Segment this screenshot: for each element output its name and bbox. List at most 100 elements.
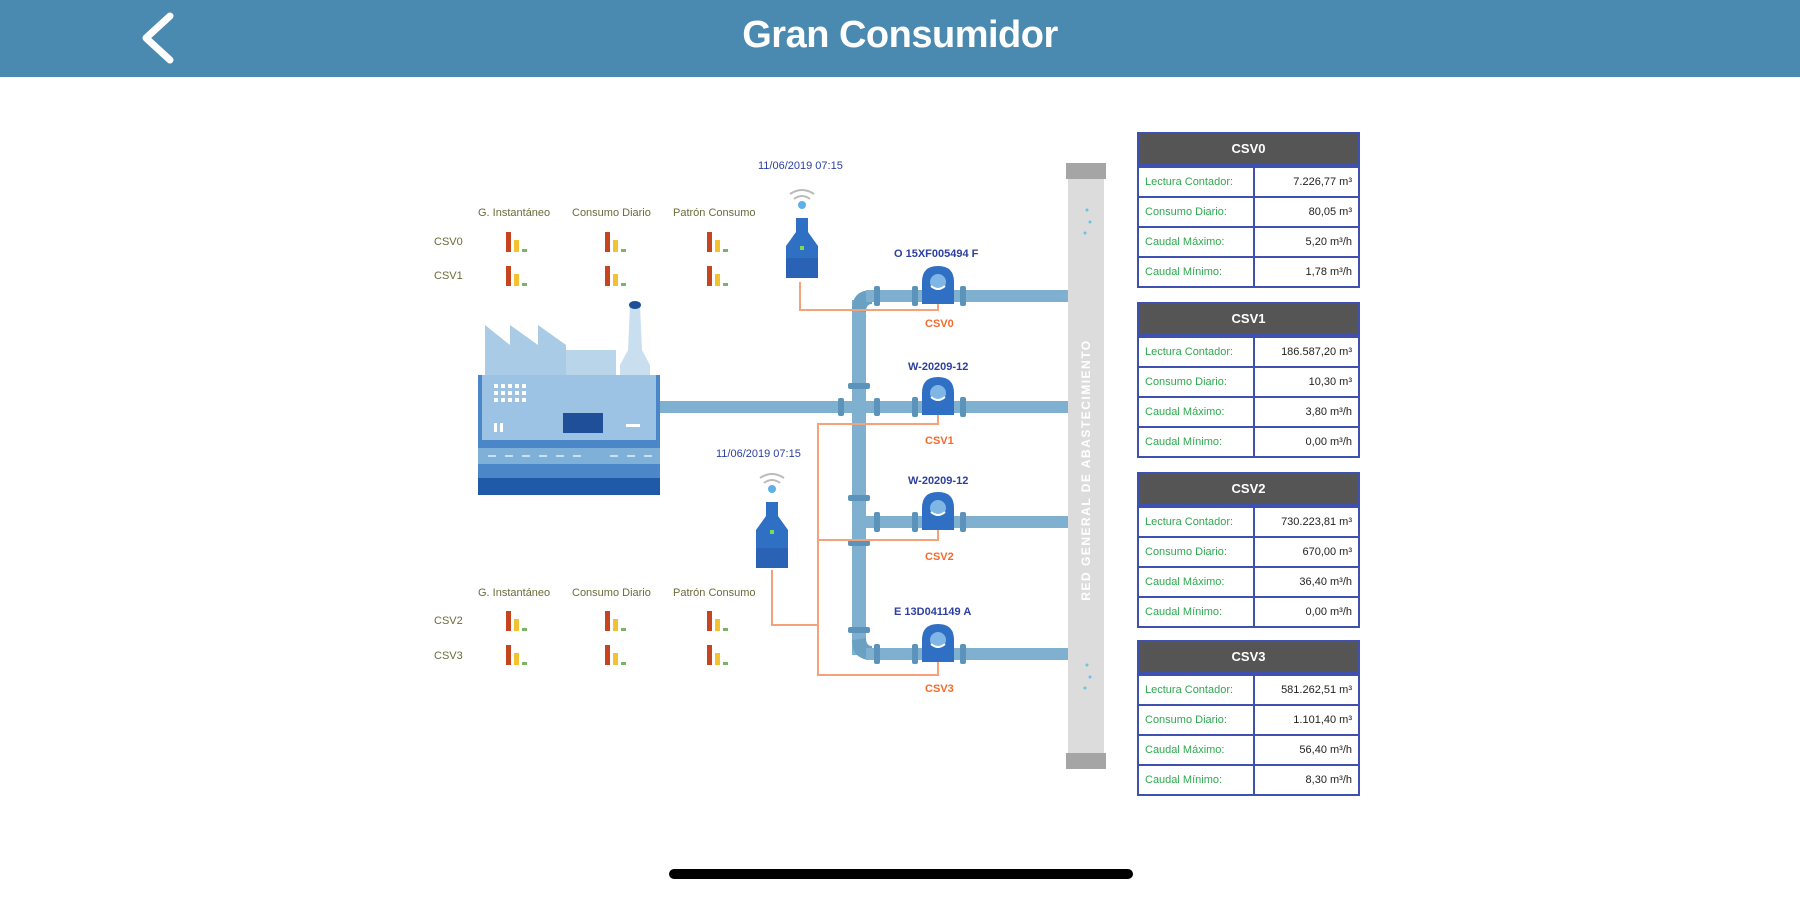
column-header: Consumo Diario bbox=[572, 587, 651, 599]
concentrator-timestamp: 11/06/2019 07:15 bbox=[758, 160, 843, 172]
bar-chart-icon[interactable] bbox=[707, 262, 743, 286]
panel-row-label: Lectura Contador: bbox=[1139, 168, 1255, 196]
meter-csv0[interactable] bbox=[922, 266, 954, 304]
panel-row-value: 1.101,40 m³ bbox=[1293, 714, 1352, 726]
panel-row-value: 581.262,51 m³ bbox=[1281, 684, 1352, 696]
panel-row-value: 670,00 m³ bbox=[1302, 546, 1352, 558]
bar-chart-icon[interactable] bbox=[506, 262, 542, 286]
bar-chart-icon[interactable] bbox=[707, 641, 743, 665]
meter-csv3[interactable] bbox=[922, 624, 954, 662]
column-header: G. Instantáneo bbox=[478, 587, 551, 599]
panel-row-value: 0,00 m³/h bbox=[1305, 606, 1352, 618]
panel-title: CSV3 bbox=[1139, 642, 1358, 674]
panel-row-label: Caudal Máximo: bbox=[1139, 398, 1255, 426]
bar-chart-icon[interactable] bbox=[506, 228, 542, 252]
bar-chart-icon[interactable] bbox=[506, 607, 542, 631]
panel-title: CSV2 bbox=[1139, 474, 1358, 506]
panel-row-label: Consumo Diario: bbox=[1139, 368, 1255, 396]
panel-row-label: Caudal Máximo: bbox=[1139, 568, 1255, 596]
bar-chart-icon[interactable] bbox=[605, 607, 641, 631]
panel-row-label: Caudal Máximo: bbox=[1139, 736, 1255, 764]
panel-row-value: 1,78 m³/h bbox=[1305, 266, 1352, 278]
meter-id: W-20209-12 bbox=[908, 475, 969, 487]
panel-row: Consumo Diario: 1.101,40 m³ bbox=[1139, 704, 1358, 734]
meter-name: CSV0 bbox=[925, 318, 954, 330]
panel-row: Consumo Diario:80,05 m³ bbox=[1139, 196, 1358, 226]
meter-name: CSV1 bbox=[925, 435, 954, 447]
meter-csv2[interactable] bbox=[922, 492, 954, 530]
panel-row-value: 730.223,81 m³ bbox=[1281, 516, 1352, 528]
bar-chart-icon[interactable] bbox=[707, 607, 743, 631]
panel-row: Lectura Contador: 581.262,51 m³ bbox=[1139, 674, 1358, 704]
panel-row: Consumo Diario: 10,30 m³ bbox=[1139, 366, 1358, 396]
meter-panel-csv0[interactable]: CSV0 Lectura Contador: 7.226,77 m³ Consum… bbox=[1137, 132, 1360, 288]
bar-chart-icon[interactable] bbox=[506, 641, 542, 665]
factory-icon[interactable] bbox=[478, 301, 660, 495]
panel-row-label: Consumo Diario: bbox=[1139, 706, 1255, 734]
panel-row-value: 8,30 m³/h bbox=[1305, 774, 1352, 786]
concentrator-bottom[interactable] bbox=[756, 473, 788, 568]
panel-row: Lectura Contador:186.587,20 m³ bbox=[1139, 336, 1358, 366]
meter-id: W-20209-12 bbox=[908, 361, 969, 373]
column-header: Patrón Consumo bbox=[673, 587, 756, 599]
panel-row: Caudal Máximo: 36,40 m³/h bbox=[1139, 566, 1358, 596]
column-header: Patrón Consumo bbox=[673, 207, 756, 219]
panel-row: Caudal Máximo: 56,40 m³/h bbox=[1139, 734, 1358, 764]
panel-row-label: Caudal Mínimo: bbox=[1139, 598, 1255, 626]
bar-chart-icon[interactable] bbox=[605, 262, 641, 286]
page-title: Gran Consumidor bbox=[742, 14, 1058, 56]
panel-row-label: Lectura Contador: bbox=[1139, 508, 1255, 536]
panel-row-label: Caudal Mínimo: bbox=[1139, 766, 1255, 794]
panel-row-value: 3,80 m³/h bbox=[1305, 406, 1352, 418]
home-indicator[interactable] bbox=[669, 869, 1133, 879]
meter-name: CSV2 bbox=[925, 551, 954, 563]
back-button[interactable] bbox=[132, 10, 182, 66]
panel-row-value: 10,30 m³ bbox=[1308, 376, 1352, 388]
meter-id: E 13D041149 A bbox=[894, 606, 972, 618]
panel-row: Caudal Mínimo: 0,00 m³/h bbox=[1139, 426, 1358, 456]
row-label: CSV3 bbox=[434, 650, 463, 662]
panel-row-value: 36,40 m³/h bbox=[1299, 576, 1352, 588]
meter-csv1[interactable] bbox=[922, 377, 954, 415]
meter-panel-csv1[interactable]: CSV1 Lectura Contador:186.587,20 m³ Cons… bbox=[1137, 302, 1360, 458]
bar-chart-icon[interactable] bbox=[605, 641, 641, 665]
panel-row-label: Caudal Máximo: bbox=[1139, 228, 1255, 256]
row-label: CSV0 bbox=[434, 236, 463, 248]
panel-row: Caudal Mínimo: 1,78 m³/h bbox=[1139, 256, 1358, 286]
panel-row-label: Caudal Mínimo: bbox=[1139, 258, 1255, 286]
panel-row-label: Caudal Mínimo: bbox=[1139, 428, 1255, 456]
panel-row-value: 5,20 m³/h bbox=[1305, 236, 1352, 248]
bar-chart-icon[interactable] bbox=[605, 228, 641, 252]
panel-row-label: Lectura Contador: bbox=[1139, 676, 1255, 704]
supply-pipes bbox=[660, 286, 1070, 664]
panel-row-value: 7.226,77 m³ bbox=[1293, 176, 1352, 188]
chevron-left-icon bbox=[142, 12, 174, 64]
top-bar: Gran Consumidor bbox=[0, 0, 1800, 77]
row-label: CSV2 bbox=[434, 615, 463, 627]
panel-row-value: 186.587,20 m³ bbox=[1281, 346, 1352, 358]
panel-row-value: 56,40 m³/h bbox=[1299, 744, 1352, 756]
meter-id: O 15XF005494 F bbox=[894, 248, 979, 260]
supply-network-bar bbox=[1066, 163, 1106, 769]
meter-panel-csv3[interactable]: CSV3 Lectura Contador: 581.262,51 m³ Cons… bbox=[1137, 640, 1360, 796]
panel-row: Lectura Contador: 730.223,81 m³ bbox=[1139, 506, 1358, 536]
panel-title: CSV0 bbox=[1139, 134, 1358, 166]
column-header: G. Instantáneo bbox=[478, 207, 551, 219]
meter-panel-csv2[interactable]: CSV2 Lectura Contador: 730.223,81 m³ Cons… bbox=[1137, 472, 1360, 628]
panel-row: Lectura Contador: 7.226,77 m³ bbox=[1139, 166, 1358, 196]
panel-row: Caudal Mínimo: 0,00 m³/h bbox=[1139, 596, 1358, 626]
bar-chart-icon[interactable] bbox=[707, 228, 743, 252]
meter-name: CSV3 bbox=[925, 683, 954, 695]
panel-row: Caudal Máximo: 3,80 m³/h bbox=[1139, 396, 1358, 426]
panel-row: Caudal Máximo: 5,20 m³/h bbox=[1139, 226, 1358, 256]
signal-wires bbox=[771, 282, 939, 676]
row-label: CSV1 bbox=[434, 270, 463, 282]
panel-row-value: 0,00 m³/h bbox=[1305, 436, 1352, 448]
panel-title: CSV1 bbox=[1139, 304, 1358, 336]
supply-network-label: RED GENERAL DE ABASTECIMIENTO bbox=[1079, 339, 1093, 601]
panel-row-value: 80,05 m³ bbox=[1308, 206, 1352, 218]
concentrator-top[interactable] bbox=[786, 189, 818, 278]
panel-row: Caudal Mínimo: 8,30 m³/h bbox=[1139, 764, 1358, 794]
panel-row: Consumo Diario:670,00 m³ bbox=[1139, 536, 1358, 566]
